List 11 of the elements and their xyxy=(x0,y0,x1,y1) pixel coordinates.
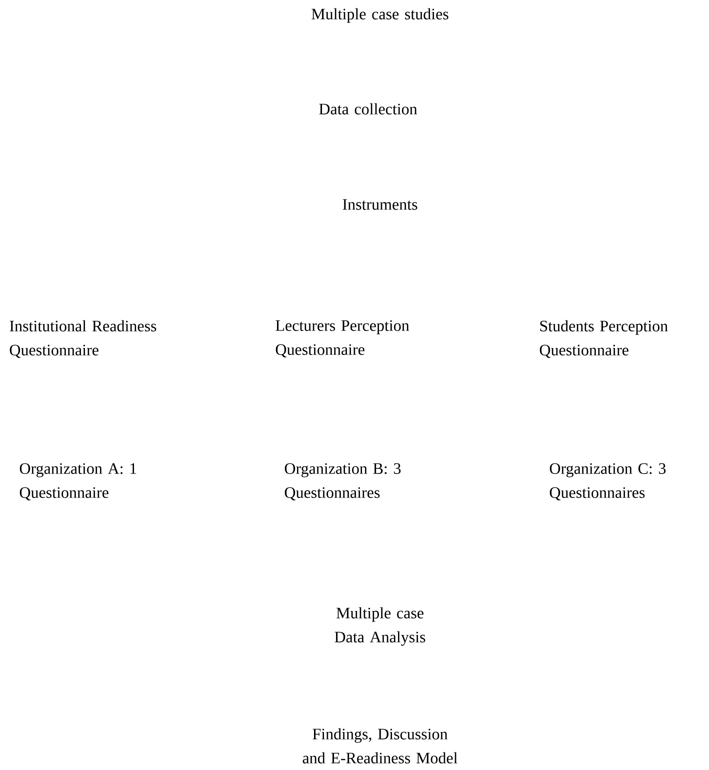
step-label: Multiple case Data Analysis xyxy=(334,607,426,646)
step-label: Multiple case studies xyxy=(312,8,448,23)
step-label: Instruments xyxy=(342,199,418,210)
organization-label: Organization A: 1 Questionnaire xyxy=(20,463,136,500)
instrument-label: Institutional Readiness Questionnaire xyxy=(10,320,156,358)
organization-label: Organization C: 3 Questionnaires xyxy=(550,463,666,500)
organization-label: Organization B: 3 Questionnaires xyxy=(284,463,401,500)
step-label: Data collection xyxy=(319,103,418,114)
step-label: Findings, Discussion and E-Readiness Model xyxy=(302,728,458,764)
instrument-label: Students Perception Questionnaire xyxy=(540,320,668,358)
instrument-label: Lecturers Perception Questionnaire xyxy=(276,320,410,358)
